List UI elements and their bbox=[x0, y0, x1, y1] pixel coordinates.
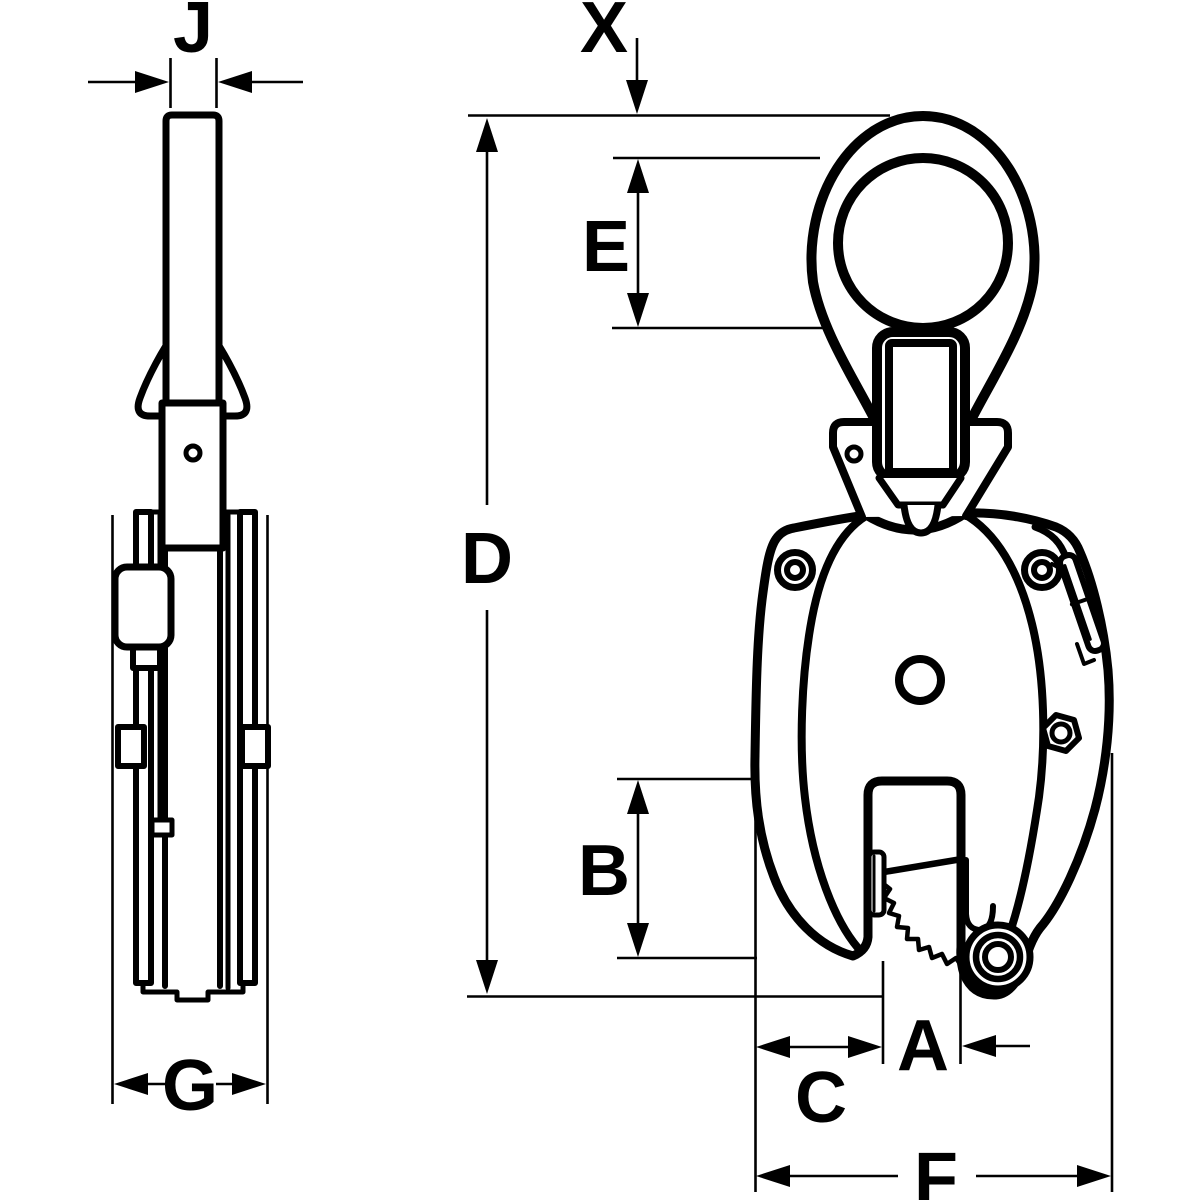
side-block-hole bbox=[183, 443, 203, 463]
lifting-eye-hole bbox=[833, 153, 1013, 333]
shackle-link-slot bbox=[885, 339, 957, 476]
side-view bbox=[111, 111, 271, 1003]
dim-label-g: G bbox=[162, 1046, 218, 1126]
dim-label-j: J bbox=[173, 0, 213, 68]
arrowhead-x bbox=[626, 80, 648, 114]
body-center-hole bbox=[895, 655, 945, 705]
jaw-pad bbox=[866, 849, 887, 918]
bolt-top-right-center bbox=[1031, 559, 1053, 581]
side-bottom-step bbox=[140, 980, 246, 1003]
cam-top-edge bbox=[880, 854, 972, 876]
shackle-link-taper bbox=[875, 474, 965, 509]
yoke-hole bbox=[844, 444, 864, 464]
cam-body bbox=[881, 858, 972, 975]
arrowhead-g-right bbox=[232, 1073, 266, 1095]
arrowhead-e-bottom bbox=[627, 293, 649, 327]
side-tab-right bbox=[239, 724, 271, 769]
side-block bbox=[158, 399, 227, 552]
side-inner-foot bbox=[149, 817, 175, 838]
dim-label-c: C bbox=[795, 1058, 847, 1138]
bolt-top-left-center bbox=[784, 559, 806, 581]
pivot-bolt-inner bbox=[982, 941, 1014, 973]
arrowhead-d-bottom bbox=[476, 960, 498, 994]
arrowhead-b-top bbox=[627, 780, 649, 814]
inner-contour-right bbox=[960, 510, 1048, 939]
clamp-body bbox=[750, 508, 1114, 1000]
side-tab-left bbox=[115, 724, 147, 769]
inner-contour-left bbox=[797, 512, 870, 952]
dim-label-e: E bbox=[582, 207, 630, 287]
arrowhead-g-left bbox=[114, 1073, 148, 1095]
arrowhead-a bbox=[962, 1035, 996, 1057]
side-shaft bbox=[162, 111, 223, 409]
ext-ticks-j bbox=[169, 58, 218, 108]
arrowhead-j-left bbox=[135, 71, 169, 93]
hex-nut-hole bbox=[1049, 721, 1073, 745]
side-latch-knob bbox=[111, 563, 175, 651]
latch-cross-line bbox=[1069, 595, 1093, 607]
arrowhead-f-left bbox=[756, 1165, 790, 1187]
arrowhead-c-left bbox=[756, 1036, 790, 1058]
dimension-labels: J X E D B G C A F bbox=[162, 0, 958, 1200]
arrowhead-f-right bbox=[1077, 1165, 1111, 1187]
arrowhead-b-bottom bbox=[627, 923, 649, 957]
dim-label-f: F bbox=[914, 1139, 958, 1200]
dim-label-d: D bbox=[461, 519, 513, 599]
dim-label-x: X bbox=[580, 0, 628, 68]
dim-label-b: B bbox=[578, 831, 630, 911]
arrowhead-d-top bbox=[476, 118, 498, 152]
front-view bbox=[750, 111, 1114, 1000]
latch-foot bbox=[1075, 642, 1096, 666]
dim-label-a: A bbox=[897, 1006, 949, 1086]
arrowhead-c-right bbox=[848, 1036, 882, 1058]
latch-group bbox=[1057, 552, 1107, 654]
arrowhead-e-top bbox=[627, 159, 649, 193]
arrowhead-j-right bbox=[218, 71, 252, 93]
shackle-link-bottom bbox=[900, 501, 942, 537]
